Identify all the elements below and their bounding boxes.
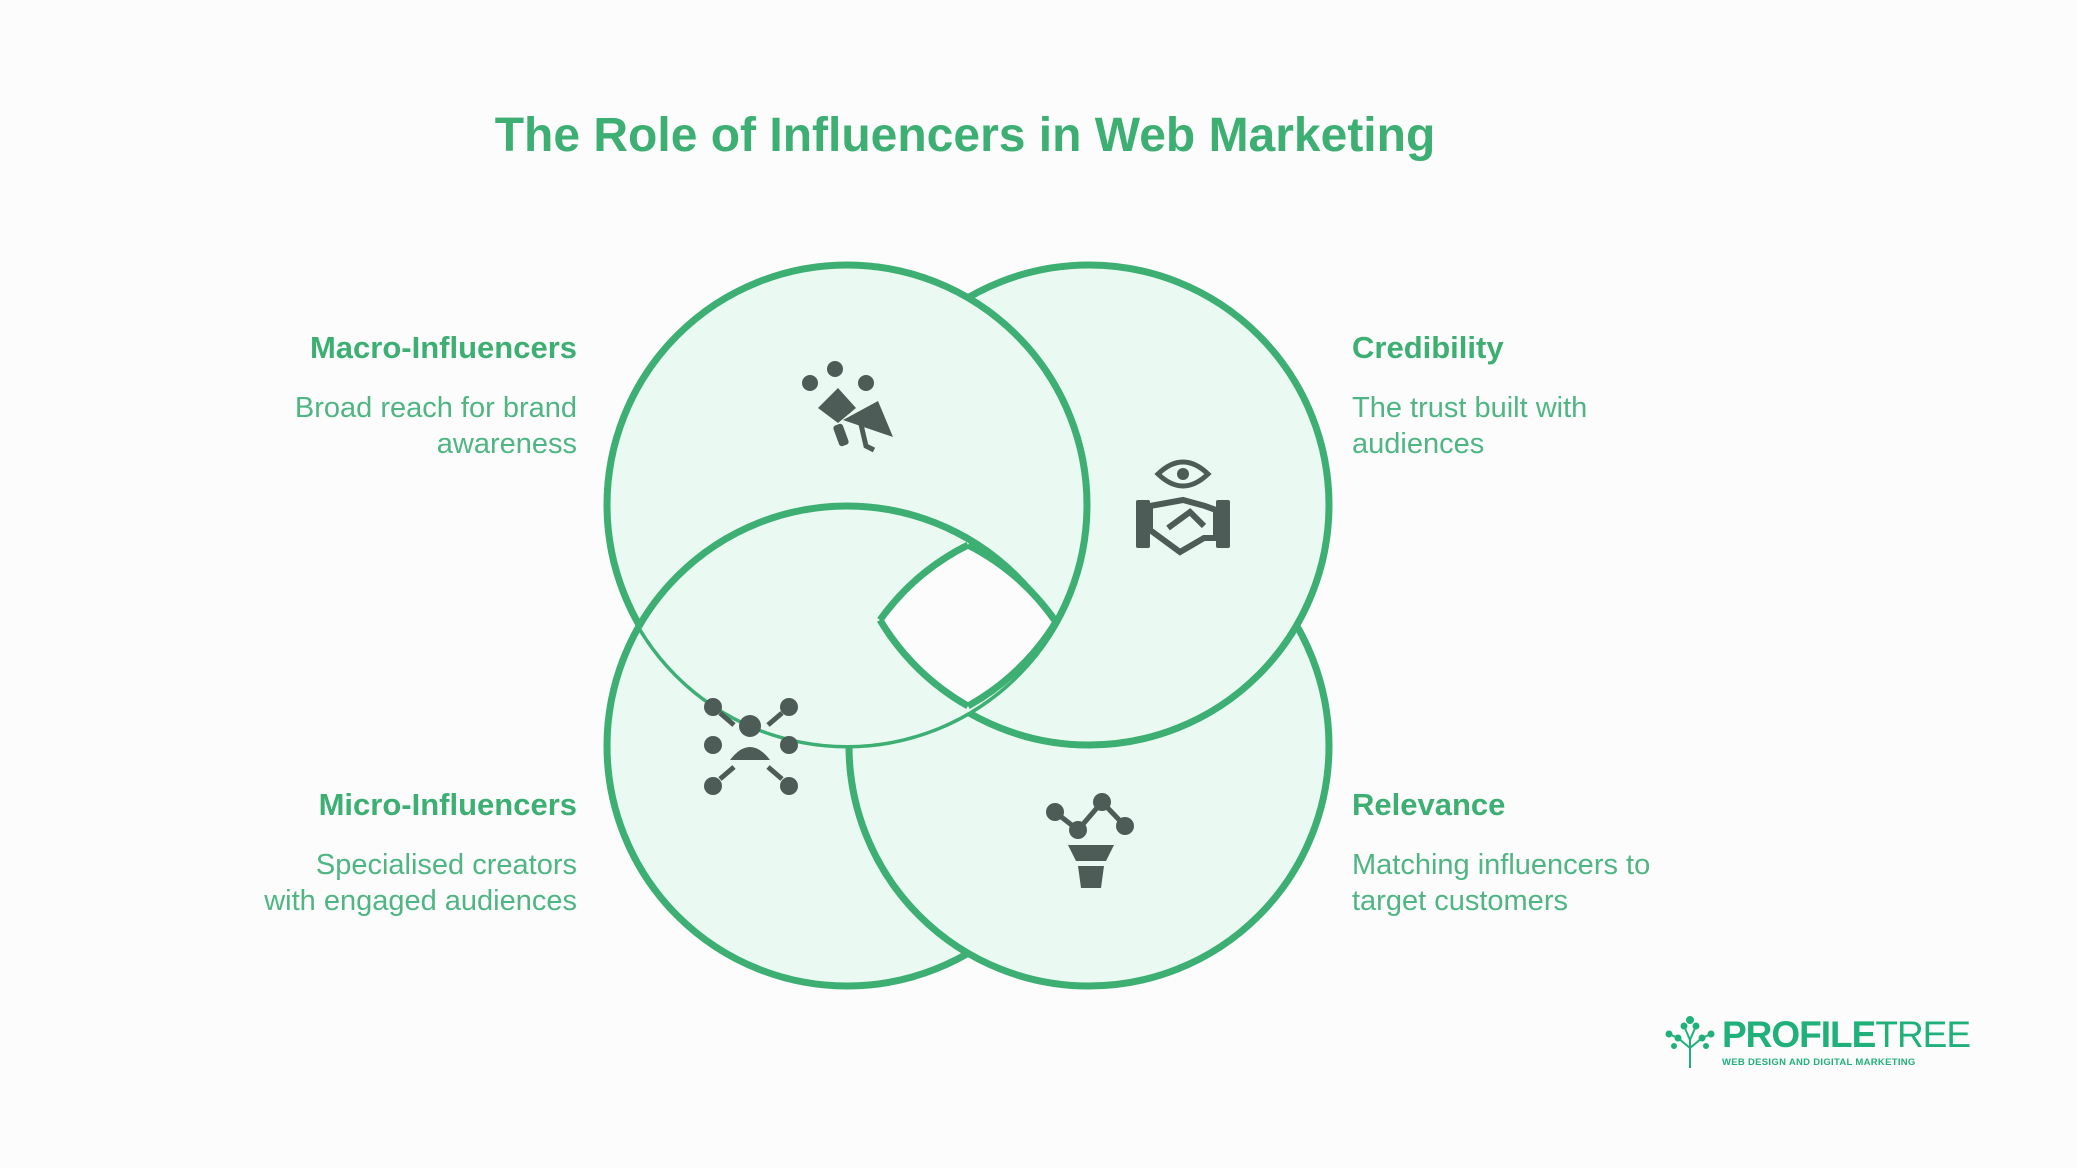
diagram-title: The Role of Influencers in Web Marketing [494, 109, 1436, 162]
micro-influencers-heading: Micro-Influencers [318, 787, 577, 822]
funnel-graph-icon [1046, 793, 1134, 888]
logo-tagline: WEB DESIGN AND DIGITAL MARKETING [1722, 1057, 1916, 1068]
credibility-heading: Credibility [1352, 330, 1504, 365]
tree-icon [1665, 1016, 1715, 1068]
center-gap [880, 545, 1056, 706]
macro-influencers-heading: Macro-Influencers [309, 330, 577, 365]
handshake-eye-icon [1136, 459, 1230, 556]
network-person-icon [704, 698, 798, 795]
logo-brand: PROFILETREE [1722, 1014, 1971, 1055]
relevance-heading: Relevance [1352, 787, 1506, 822]
megaphone-people-icon [802, 361, 893, 453]
profiletree-logo: PROFILETREE WEB DESIGN AND DIGITAL MARKE… [1664, 1014, 1971, 1070]
